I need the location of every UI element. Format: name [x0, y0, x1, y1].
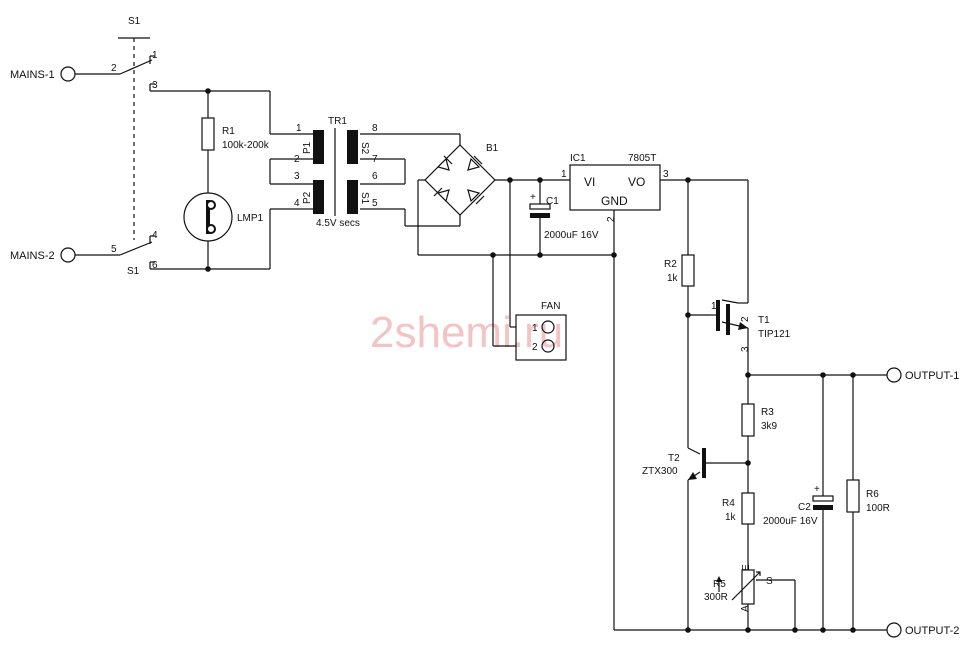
- ic1-part: 7805T: [628, 153, 656, 164]
- lamp-label: LMP1: [237, 213, 264, 224]
- t2-part: ZTX300: [642, 466, 678, 477]
- c2-value: 2000uF 16V: [763, 516, 818, 527]
- r6-value: 100R: [866, 503, 890, 514]
- terminal-output-2[interactable]: OUTPUT-2: [886, 622, 959, 638]
- t1-pin-1: 1: [711, 301, 717, 312]
- switch-pin-4: 4: [152, 230, 158, 241]
- resistor-r2: R2 1k: [664, 254, 695, 287]
- r6-name: R6: [866, 489, 879, 500]
- winding-p1: P1: [302, 141, 313, 154]
- c2-name: C2: [798, 502, 811, 513]
- t1-pin-3: 3: [740, 346, 751, 352]
- terminal-mains-2-label: MAINS-2: [10, 250, 55, 262]
- ic1-pin-3: 3: [663, 169, 669, 180]
- t2-name: T2: [668, 453, 680, 464]
- transistor-t2: T2 ZTX300: [642, 447, 706, 481]
- ic1-name: IC1: [570, 153, 586, 164]
- r4-name: R4: [722, 498, 735, 509]
- watermark: 2shemi.ru: [370, 308, 563, 357]
- transistor-t1: T1 TIP121 1 2 3: [710, 299, 791, 352]
- terminal-output-1-label: OUTPUT-1: [905, 370, 959, 382]
- r3-value: 3k9: [761, 421, 778, 432]
- switch-s1-bottom-label: S1: [127, 266, 140, 277]
- capacitor-c1: + C1 2000uF 16V: [529, 192, 599, 241]
- r5-pin-e: E: [741, 564, 752, 571]
- capacitor-c2: + C2 2000uF 16V: [763, 484, 834, 527]
- terminal-output-1[interactable]: OUTPUT-1: [886, 367, 959, 383]
- junction-dots: [205, 88, 856, 633]
- tr1-name: TR1: [328, 116, 347, 127]
- terminal-mains-1[interactable]: MAINS-1: [10, 66, 76, 82]
- r5-value: 300R: [704, 592, 728, 603]
- fan-pin-1: 1: [532, 323, 538, 334]
- winding-p2: P2: [302, 191, 313, 204]
- winding-s1: S1: [359, 192, 370, 205]
- r5-pin-s: S: [766, 576, 773, 587]
- r1-name: R1: [222, 126, 235, 137]
- c1-value: 2000uF 16V: [544, 230, 599, 241]
- resistor-r4: R4 1k: [722, 492, 755, 525]
- switch-pin-5: 5: [111, 244, 117, 255]
- switch-s1-top-label: S1: [128, 16, 141, 27]
- resistor-r1: R1 100k-200k: [201, 117, 270, 151]
- ic1-vi: VI: [584, 175, 595, 189]
- r3-name: R3: [761, 407, 774, 418]
- terminal-mains-2[interactable]: MAINS-2: [10, 247, 76, 263]
- c1-polarity: +: [530, 192, 536, 203]
- ic1-gnd: GND: [601, 194, 628, 208]
- tr1-pin-3: 3: [294, 171, 300, 182]
- regulator-ic1: IC1 7805T VI VO GND 1 2 3: [561, 153, 669, 222]
- tr1-pin-6: 6: [372, 171, 378, 182]
- t1-part: TIP121: [758, 329, 791, 340]
- tr1-pin-1: 1: [296, 123, 302, 134]
- fan-pin-2: 2: [532, 342, 538, 353]
- tr1-pin-5: 5: [372, 198, 378, 209]
- terminal-output-2-label: OUTPUT-2: [905, 625, 959, 637]
- lamp-lmp1: LMP1: [183, 192, 264, 242]
- tr1-secondary-voltage: 4.5V secs: [316, 218, 360, 229]
- r2-name: R2: [664, 259, 677, 270]
- winding-s2: S2: [359, 142, 370, 155]
- fan-name: FAN: [541, 301, 560, 312]
- tr1-pin-2: 2: [294, 154, 300, 165]
- switch-pin-6: 6: [152, 260, 158, 271]
- tr1-pin-7: 7: [372, 154, 378, 165]
- tr1-pin-8: 8: [372, 123, 378, 134]
- r5-pin-a: A: [740, 605, 751, 612]
- c2-polarity: +: [814, 484, 820, 495]
- r1-value: 100k-200k: [222, 140, 270, 151]
- potentiometer-r5: R5 300R E S A: [704, 564, 773, 612]
- t1-pin-2: 2: [740, 316, 751, 322]
- r5-name: R5: [713, 579, 726, 590]
- switch-pin-2: 2: [111, 63, 117, 74]
- fan-connector: FAN 1 2: [515, 301, 567, 361]
- tr1-pin-4: 4: [294, 198, 300, 209]
- b1-name: B1: [486, 143, 499, 154]
- ic1-pin-2: 2: [606, 216, 617, 222]
- resistor-r3: R3 3k9: [741, 403, 778, 437]
- c1-name: C1: [546, 196, 559, 207]
- bridge-rectifier-b1: B1: [424, 143, 499, 216]
- switch-pin-3: 3: [152, 80, 158, 91]
- ic1-vo: VO: [628, 175, 645, 189]
- ic1-pin-1: 1: [561, 169, 567, 180]
- switch-pin-1: 1: [152, 50, 158, 61]
- r2-value: 1k: [667, 273, 679, 284]
- r4-value: 1k: [725, 512, 737, 523]
- switch-s1: S1 S1 1 2 3 4 5 6: [111, 16, 158, 277]
- terminal-mains-1-label: MAINS-1: [10, 69, 55, 81]
- t1-name: T1: [758, 315, 770, 326]
- resistor-r6: R6 100R: [846, 479, 890, 514]
- transformer-tr1: TR1 4.5V secs P1 P2 S2 S1 1 2 3 4 5 6 7 …: [294, 116, 378, 229]
